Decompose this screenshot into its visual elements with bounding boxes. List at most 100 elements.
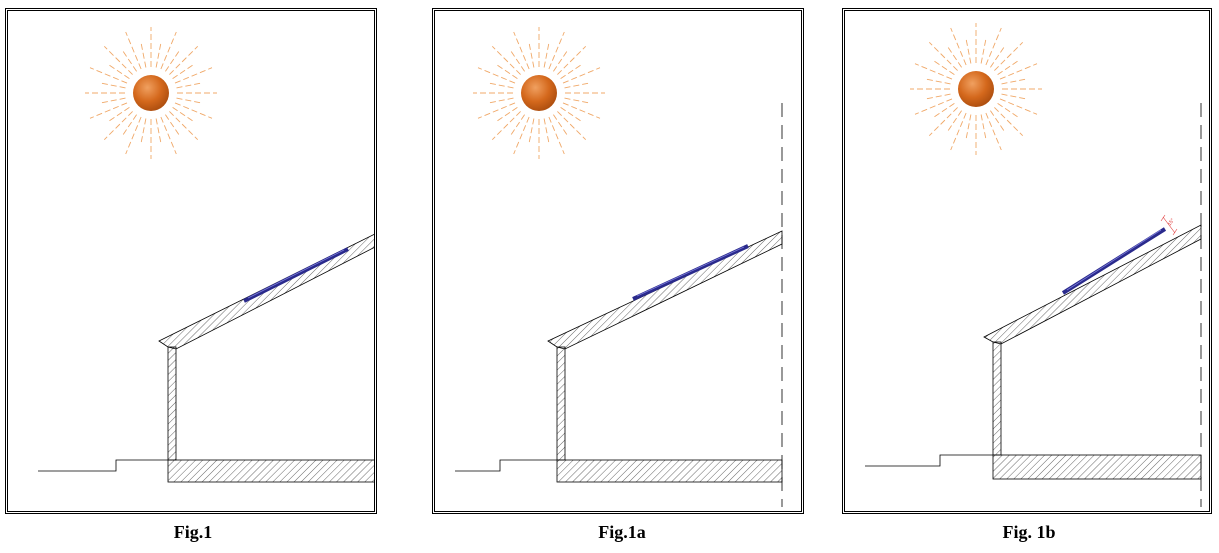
sun-ray — [560, 63, 583, 79]
sun-ray — [553, 114, 569, 137]
figure-caption-2: Fig.1a — [598, 522, 646, 542]
foundation-slab — [556, 459, 783, 483]
sun-ray — [990, 45, 1006, 68]
house-section-diagram-3: 15° — [865, 23, 1202, 507]
house-section: 15° — [865, 103, 1202, 507]
sun-ray — [946, 45, 962, 68]
sun-ray — [477, 67, 516, 84]
sun-ray — [509, 49, 525, 72]
sun-ray — [107, 63, 130, 79]
sun-ray — [557, 45, 587, 75]
sun-ray — [548, 116, 565, 155]
house-section — [455, 103, 783, 507]
sun-ray — [125, 31, 142, 70]
solar-panel-highlight — [636, 246, 745, 297]
sun-ray — [928, 41, 958, 71]
wall — [556, 346, 566, 461]
ground-line — [38, 459, 168, 472]
sun-ray — [513, 116, 530, 155]
sun-ray — [560, 107, 583, 123]
sun-ray — [99, 97, 126, 104]
sun-ray — [950, 112, 967, 151]
sun-disc — [521, 75, 557, 111]
sun-ray — [176, 82, 203, 89]
sun-ray — [125, 116, 142, 155]
foundation-slab — [992, 454, 1202, 480]
sun-ray — [562, 102, 601, 119]
sun-ray — [543, 118, 550, 145]
solar-panel-icon — [1061, 227, 1167, 295]
sun-ray — [914, 98, 953, 115]
foundation-slab — [167, 459, 374, 483]
sun-ray — [928, 107, 958, 137]
sun-ray — [155, 118, 162, 145]
sun-icon — [910, 23, 1042, 155]
sun-ray — [172, 107, 195, 123]
sun-ray — [924, 78, 951, 85]
sun-ray — [997, 103, 1020, 119]
sun-ray — [999, 98, 1038, 115]
sun-ray — [946, 110, 962, 133]
sun-ray — [932, 59, 955, 75]
sun-ray — [509, 114, 525, 137]
figure-panel-1 — [5, 8, 377, 514]
roof — [983, 224, 1202, 345]
house-section-diagram-2 — [455, 27, 783, 507]
sun-ray — [994, 41, 1024, 71]
sun-ray — [543, 41, 550, 68]
sun-ray — [1001, 78, 1028, 85]
sun-ray — [169, 45, 199, 75]
dimension-tick — [1160, 214, 1166, 222]
sun-ray — [965, 37, 972, 64]
sun-ray — [495, 107, 518, 123]
dimension-tick — [1172, 228, 1178, 236]
sun-ray — [990, 110, 1006, 133]
sun-ray — [165, 49, 181, 72]
sun-ray — [169, 111, 199, 141]
sun-ray — [103, 111, 133, 141]
sun-ray — [121, 49, 137, 72]
sun-ray — [89, 67, 128, 84]
wall — [167, 346, 177, 461]
sun-ray — [562, 67, 601, 84]
figure-panel-2 — [432, 8, 804, 514]
figure-panel-3: 15° — [842, 8, 1212, 514]
solar-panel-icon — [632, 244, 749, 301]
sun-ray — [980, 114, 987, 141]
sun-ray — [513, 31, 530, 70]
sun-ray — [999, 63, 1038, 80]
sun-ray — [176, 97, 203, 104]
sun-ray — [997, 59, 1020, 75]
dimension-line — [1162, 216, 1176, 234]
sun-ray — [165, 114, 181, 137]
sun-ray — [548, 31, 565, 70]
figure-caption-3: Fig. 1b — [1002, 522, 1056, 542]
sun-ray — [121, 114, 137, 137]
solar-panel-highlight — [247, 249, 345, 299]
sun-ray — [564, 82, 591, 89]
sun-icon — [473, 27, 605, 159]
sun-ray — [160, 31, 177, 70]
house-section-diagram-1 — [38, 27, 374, 483]
wall — [992, 341, 1002, 456]
sun-ray — [557, 111, 587, 141]
sun-ray — [160, 116, 177, 155]
house-section — [38, 234, 374, 483]
sun-ray — [528, 41, 535, 68]
dimension-label: 15° — [1167, 218, 1176, 228]
solar-panel-highlight — [1066, 229, 1162, 291]
sun-ray — [174, 102, 213, 119]
sun-ray — [994, 107, 1024, 137]
sun-ray — [985, 27, 1002, 66]
sun-ray — [89, 102, 128, 119]
ground-line — [455, 459, 557, 472]
sun-ray — [553, 49, 569, 72]
sun-ray — [932, 103, 955, 119]
sun-disc — [958, 71, 994, 107]
sun-ray — [914, 63, 953, 80]
sun-ray — [1001, 93, 1028, 100]
sun-ray — [477, 102, 516, 119]
solar-panel-icon — [243, 247, 349, 303]
sun-ray — [487, 82, 514, 89]
sun-ray — [99, 82, 126, 89]
